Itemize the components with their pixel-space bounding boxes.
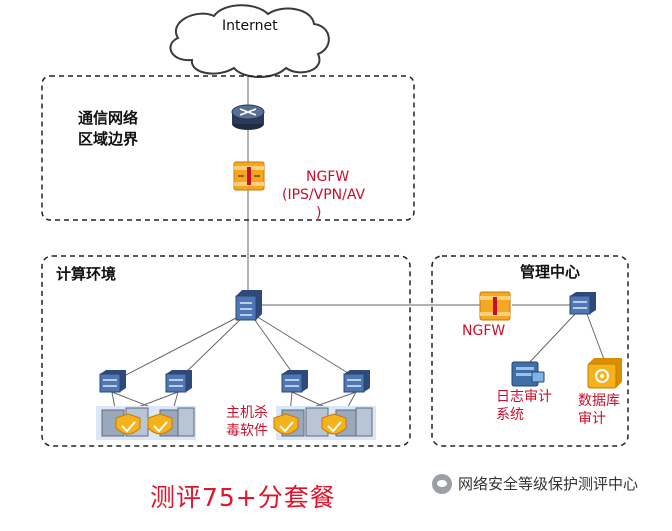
log-audit-label: 日志审计 系统	[496, 389, 552, 423]
ngfw-top-label: NGFW	[306, 169, 350, 185]
ngfw-mgmt-label: NGFW	[462, 323, 506, 339]
border-zone-box	[41, 75, 415, 221]
host-group-icon	[96, 406, 196, 440]
shield-icon	[147, 413, 173, 435]
compute-zone-label: 计算环境	[56, 265, 117, 283]
shield-icon	[273, 413, 299, 435]
ngfw-top-firewall-icon	[233, 161, 265, 191]
management-zone-label: 管理中心	[520, 263, 581, 281]
db-audit-icon	[587, 358, 622, 389]
internet-cloud-icon	[169, 4, 330, 78]
ngfw-top-sub-label: (IPS/VPN/AV )	[282, 187, 366, 221]
core-switch-icon	[235, 290, 262, 321]
db-audit-label: 数据库 审计	[578, 393, 620, 427]
shield-icon	[115, 413, 141, 435]
shield-icon	[321, 413, 347, 435]
access-switch-icon	[99, 370, 126, 393]
internet-label: Internet	[222, 18, 278, 34]
access-switch-icon	[343, 370, 370, 393]
package-title: 测评75+分套餐	[150, 483, 336, 512]
border-zone-label: 通信网络 区域边界	[78, 109, 139, 148]
access-switch-icon	[281, 370, 308, 393]
compute-zone-box	[41, 255, 411, 447]
watermark-text: 网络安全等级保护测评中心	[458, 475, 639, 493]
access-switch-icon	[165, 370, 192, 393]
ngfw-mgmt-firewall-icon	[479, 291, 511, 321]
router-icon	[231, 104, 265, 130]
host-av-label: 主机杀 毒软件	[226, 405, 268, 439]
mgmt-switch-icon	[569, 292, 596, 315]
log-audit-server-icon	[511, 361, 545, 387]
wechat-icon	[432, 473, 452, 494]
watermark: 网络安全等级保护测评中心	[432, 473, 638, 494]
